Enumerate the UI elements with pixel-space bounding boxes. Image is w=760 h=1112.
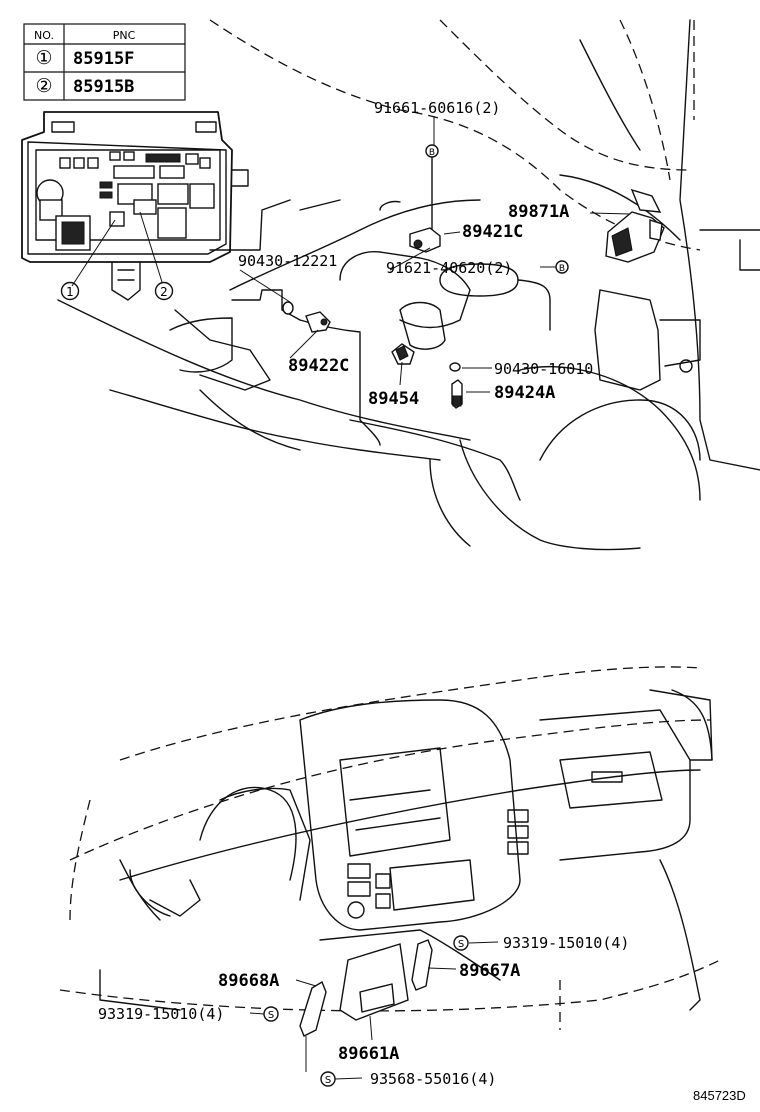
table-row-no: ①	[35, 47, 52, 69]
table-header-pnc: PNC	[113, 29, 136, 42]
pnc-table: NO. PNC ① 85915F ② 85915B	[23, 23, 186, 101]
bottom-parts: S S S	[263, 935, 469, 1087]
part-label: 93319-15010(4)	[98, 1005, 224, 1023]
dashboard-drawing	[59, 666, 721, 1030]
screw-mark-s: S	[458, 939, 464, 950]
screw-mark-s: S	[325, 1075, 331, 1086]
table-header-no: NO.	[34, 29, 54, 42]
part-label: 89668A	[218, 971, 279, 991]
diagram-id: 845723D	[693, 1088, 746, 1103]
part-label: 91621-40620(2)	[386, 259, 512, 277]
top-leader-lines	[239, 116, 631, 393]
part-label: 93319-15010(4)	[503, 934, 629, 952]
engine-bay-drawing	[57, 19, 760, 551]
part-label: 90430-16010	[494, 360, 593, 378]
bolt-mark-b: B	[559, 264, 565, 274]
table-row-pnc: 85915B	[73, 77, 134, 97]
part-label: 90430-12221	[238, 252, 337, 270]
part-label: 89871A	[508, 202, 569, 222]
screw-mark-s: S	[268, 1010, 274, 1021]
table-row-no: ②	[35, 75, 52, 97]
table-row-pnc: 85915F	[73, 49, 134, 69]
callout-1-label: 1	[66, 285, 74, 299]
part-label: 93568-55016(4)	[370, 1070, 496, 1088]
part-label: 91661-60616(2)	[374, 99, 500, 117]
relay-block-drawing: 1 2	[21, 111, 249, 301]
top-parts: B B	[282, 144, 665, 409]
pnc-table-frame	[23, 23, 186, 101]
part-label: 89661A	[338, 1044, 399, 1064]
bolt-mark-b: B	[429, 148, 435, 158]
callout-2-label: 2	[160, 285, 168, 299]
bottom-leader-lines	[249, 941, 499, 1080]
part-label: 89667A	[459, 961, 520, 981]
part-label: 89454	[368, 389, 419, 409]
part-label: 89422C	[288, 356, 349, 376]
part-labels-top: 91661-60616(2) 89871A 89421C 90430-12221…	[238, 99, 593, 409]
part-labels-bottom: 93319-15010(4) 89668A 89667A 93319-15010…	[98, 934, 629, 1088]
part-label: 89424A	[494, 383, 555, 403]
part-label: 89421C	[462, 222, 523, 242]
